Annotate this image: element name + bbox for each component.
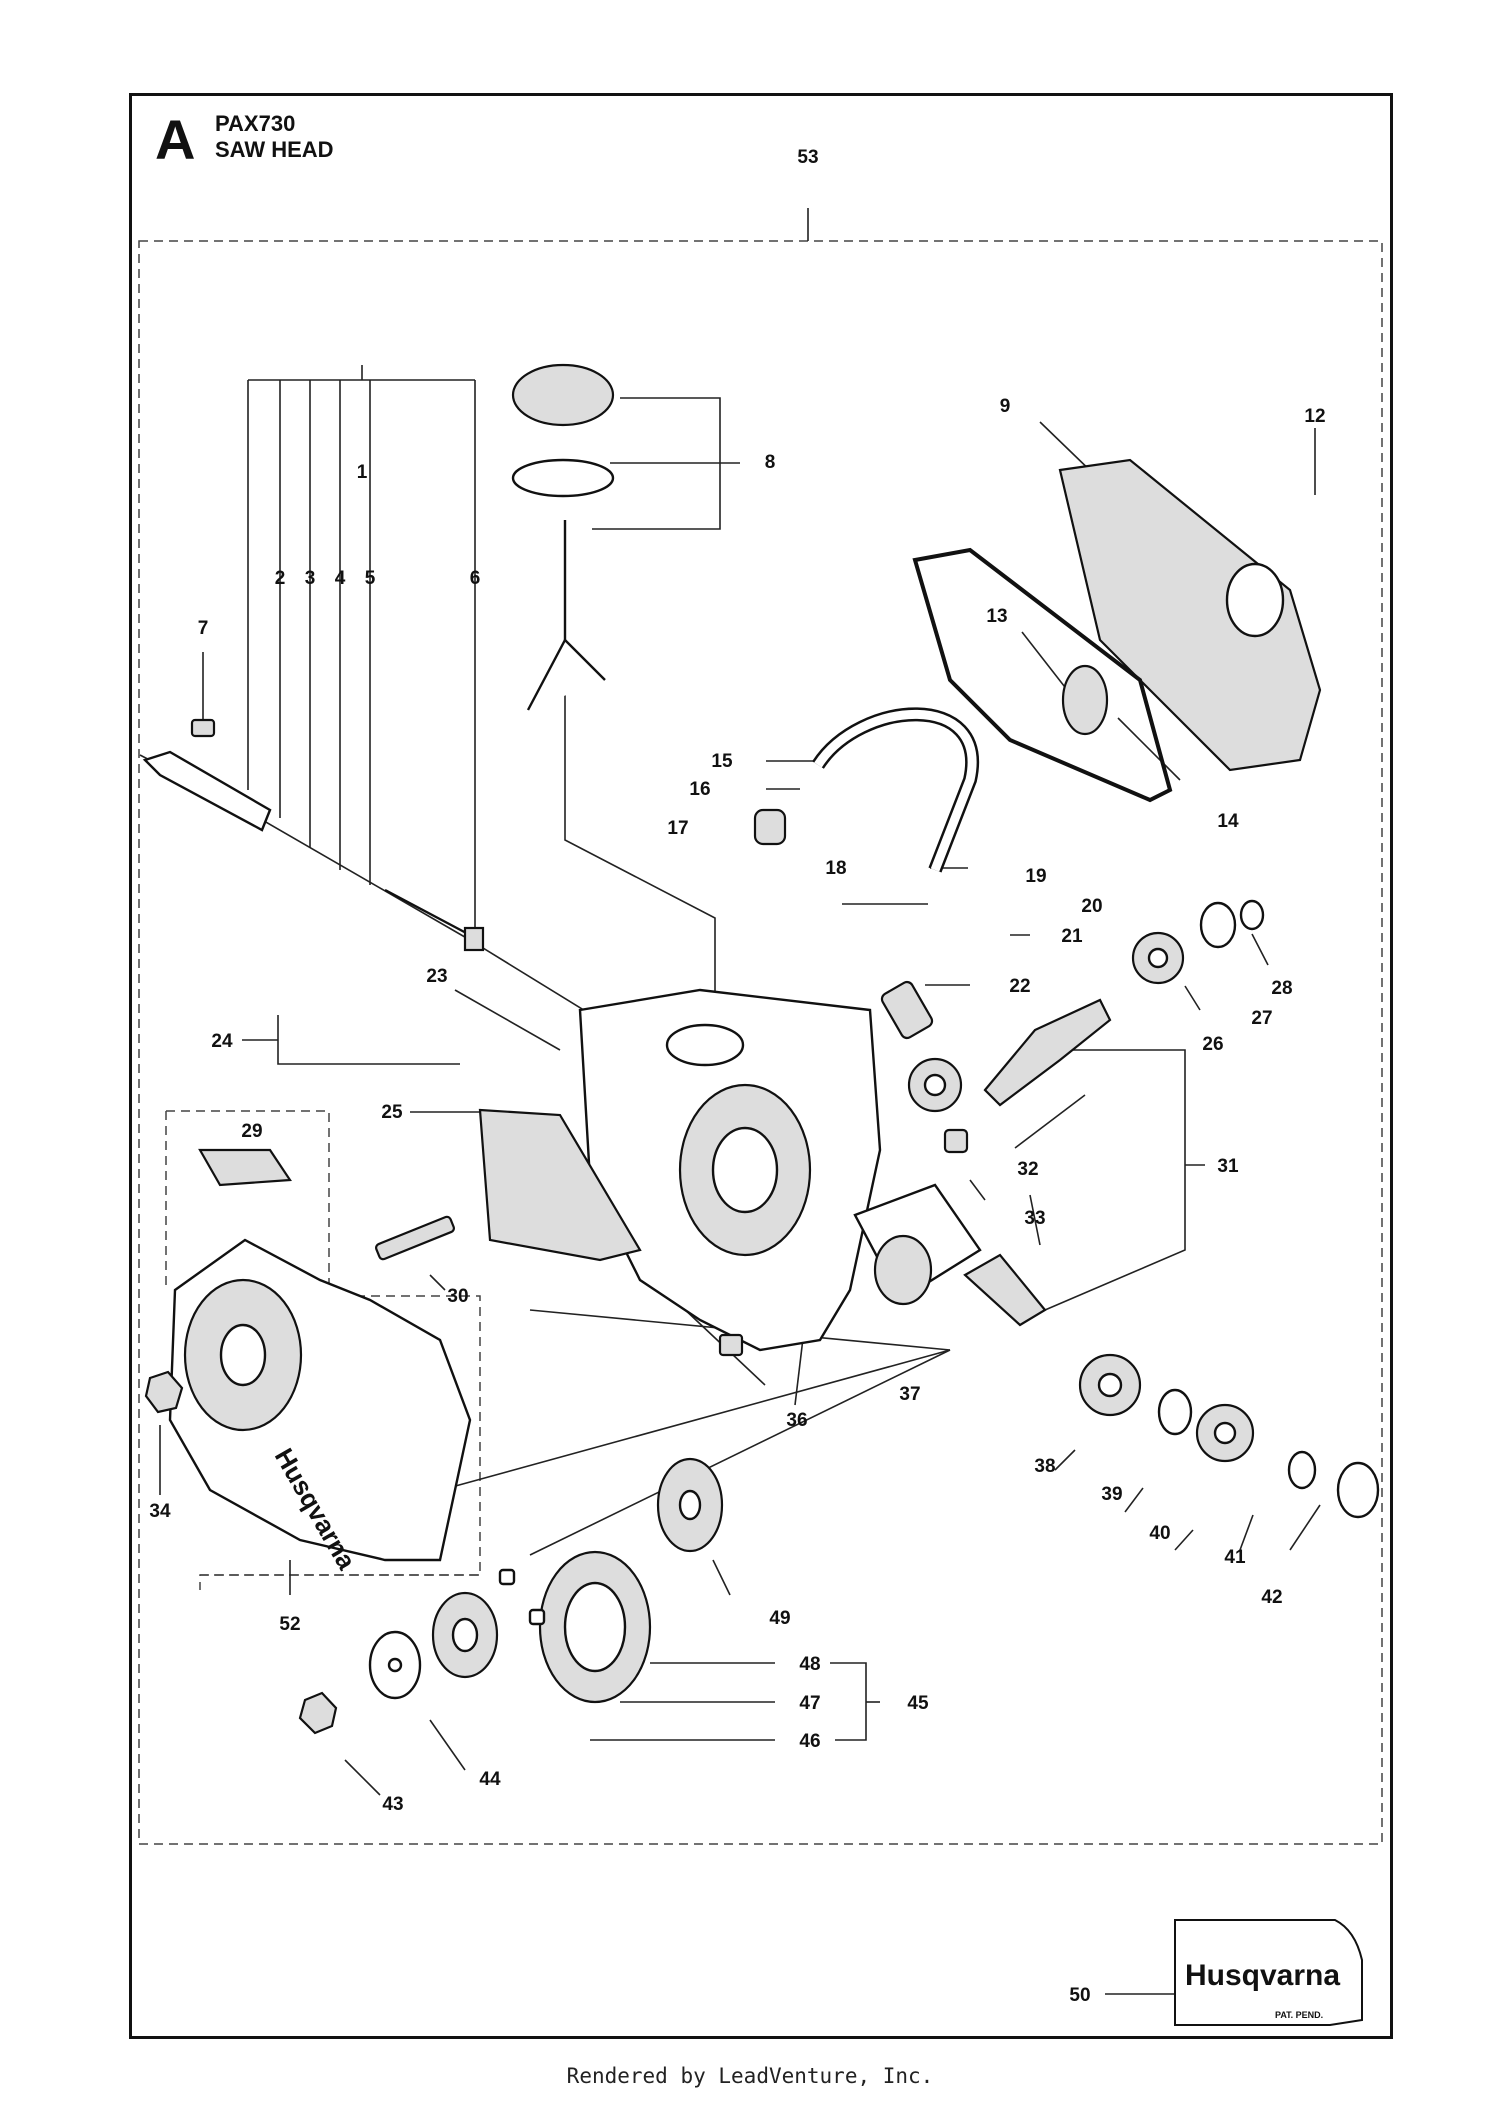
callout-41: 41 <box>1224 1547 1246 1568</box>
cap-seal <box>511 458 615 498</box>
stud-30 <box>375 1215 455 1261</box>
callout-44: 44 <box>479 1769 501 1790</box>
callout-7: 7 <box>198 618 209 639</box>
bevel-gear-lower <box>963 1253 1047 1327</box>
callout-6: 6 <box>470 568 481 589</box>
callout-47: 47 <box>799 1693 820 1714</box>
callout-24: 24 <box>211 1031 233 1052</box>
callout-18: 18 <box>825 858 846 879</box>
model-number: PAX730 <box>215 111 296 136</box>
callout-45: 45 <box>907 1693 929 1714</box>
callout-30: 30 <box>447 1286 468 1307</box>
seal-13 <box>1061 664 1109 736</box>
decal-patent-text: PAT. PEND. <box>1275 2010 1323 2020</box>
callout-3: 3 <box>305 568 316 589</box>
callout-25: 25 <box>381 1102 403 1123</box>
callout-14: 14 <box>1217 811 1239 832</box>
shoe-47a <box>498 1568 516 1586</box>
callout-36: 36 <box>786 1410 807 1431</box>
callout-43: 43 <box>382 1794 403 1815</box>
callout-28: 28 <box>1271 978 1292 999</box>
ring-27 <box>1199 901 1237 949</box>
parts-outlines: Husqvarna Husqvarna PAT. PEND. <box>142 363 1380 2026</box>
assembly-53-boundary <box>138 240 1383 1845</box>
nut-43 <box>298 1691 338 1735</box>
ring-28 <box>1239 899 1265 931</box>
oil-cap <box>511 363 615 427</box>
callout-13: 13 <box>986 606 1007 627</box>
screw-36 <box>718 1333 744 1357</box>
callout-16: 16 <box>689 779 710 800</box>
callout-50: 50 <box>1069 1985 1090 2006</box>
callout-15: 15 <box>711 751 733 772</box>
callout-17: 17 <box>667 818 688 839</box>
callout-19: 19 <box>1025 866 1046 887</box>
callout-34: 34 <box>149 1501 171 1522</box>
bevel-gear-upper <box>983 998 1112 1107</box>
sheet-letter: A <box>155 108 196 171</box>
callout-4: 4 <box>335 568 346 589</box>
callout-23: 23 <box>426 966 447 987</box>
callout-49: 49 <box>769 1608 790 1629</box>
callout-12: 12 <box>1304 406 1325 427</box>
callout-39: 39 <box>1101 1484 1122 1505</box>
callout-38: 38 <box>1034 1456 1055 1477</box>
drawing-frame <box>129 93 1393 2039</box>
oil-filter <box>753 808 787 846</box>
guide-plate <box>478 1108 642 1262</box>
callout-33: 33 <box>1024 1208 1045 1229</box>
assembly-name: SAW HEAD <box>215 137 334 162</box>
latch-29 <box>198 1148 292 1187</box>
decal-50 <box>1174 1919 1363 2026</box>
screw-33 <box>943 1128 969 1154</box>
shoe-47b <box>528 1608 546 1626</box>
nut-34 <box>144 1370 184 1414</box>
circlip-42 <box>1336 1461 1380 1519</box>
title-block: PAX730 SAW HEAD <box>215 111 334 163</box>
callout-53: 53 <box>797 147 818 168</box>
callout-29: 29 <box>241 1121 262 1142</box>
screw-7 <box>190 718 216 738</box>
callout-5: 5 <box>365 568 376 589</box>
clip-41 <box>1287 1450 1317 1490</box>
callout-37: 37 <box>899 1384 920 1405</box>
callout-32: 32 <box>1017 1159 1038 1180</box>
cover-gasket <box>912 547 1173 803</box>
callout-numbers: 53 1 2 3 4 5 6 7 8 9 12 13 14 15 16 17 1… <box>149 147 1325 2006</box>
footer-credit: Rendered by LeadVenture, Inc. <box>566 2064 934 2088</box>
callout-42: 42 <box>1261 1587 1282 1608</box>
callout-9: 9 <box>1000 396 1011 417</box>
callout-48: 48 <box>799 1654 820 1675</box>
spring-22 <box>880 980 934 1040</box>
drive-shaft <box>142 750 272 832</box>
callout-1: 1 <box>357 462 368 483</box>
callout-21: 21 <box>1061 926 1083 947</box>
callout-40: 40 <box>1149 1523 1170 1544</box>
callout-27: 27 <box>1251 1008 1272 1029</box>
callout-52: 52 <box>279 1614 300 1635</box>
callout-46: 46 <box>799 1731 820 1752</box>
decal-brand-text: Husqvarna <box>1185 1959 1340 1992</box>
callout-31: 31 <box>1217 1156 1239 1177</box>
callout-8: 8 <box>765 452 776 473</box>
spacer-39 <box>1157 1388 1193 1436</box>
callout-26: 26 <box>1202 1034 1223 1055</box>
callout-20: 20 <box>1081 896 1102 917</box>
callout-22: 22 <box>1009 976 1030 997</box>
gear-cover <box>1058 458 1322 772</box>
callout-2: 2 <box>275 568 286 589</box>
